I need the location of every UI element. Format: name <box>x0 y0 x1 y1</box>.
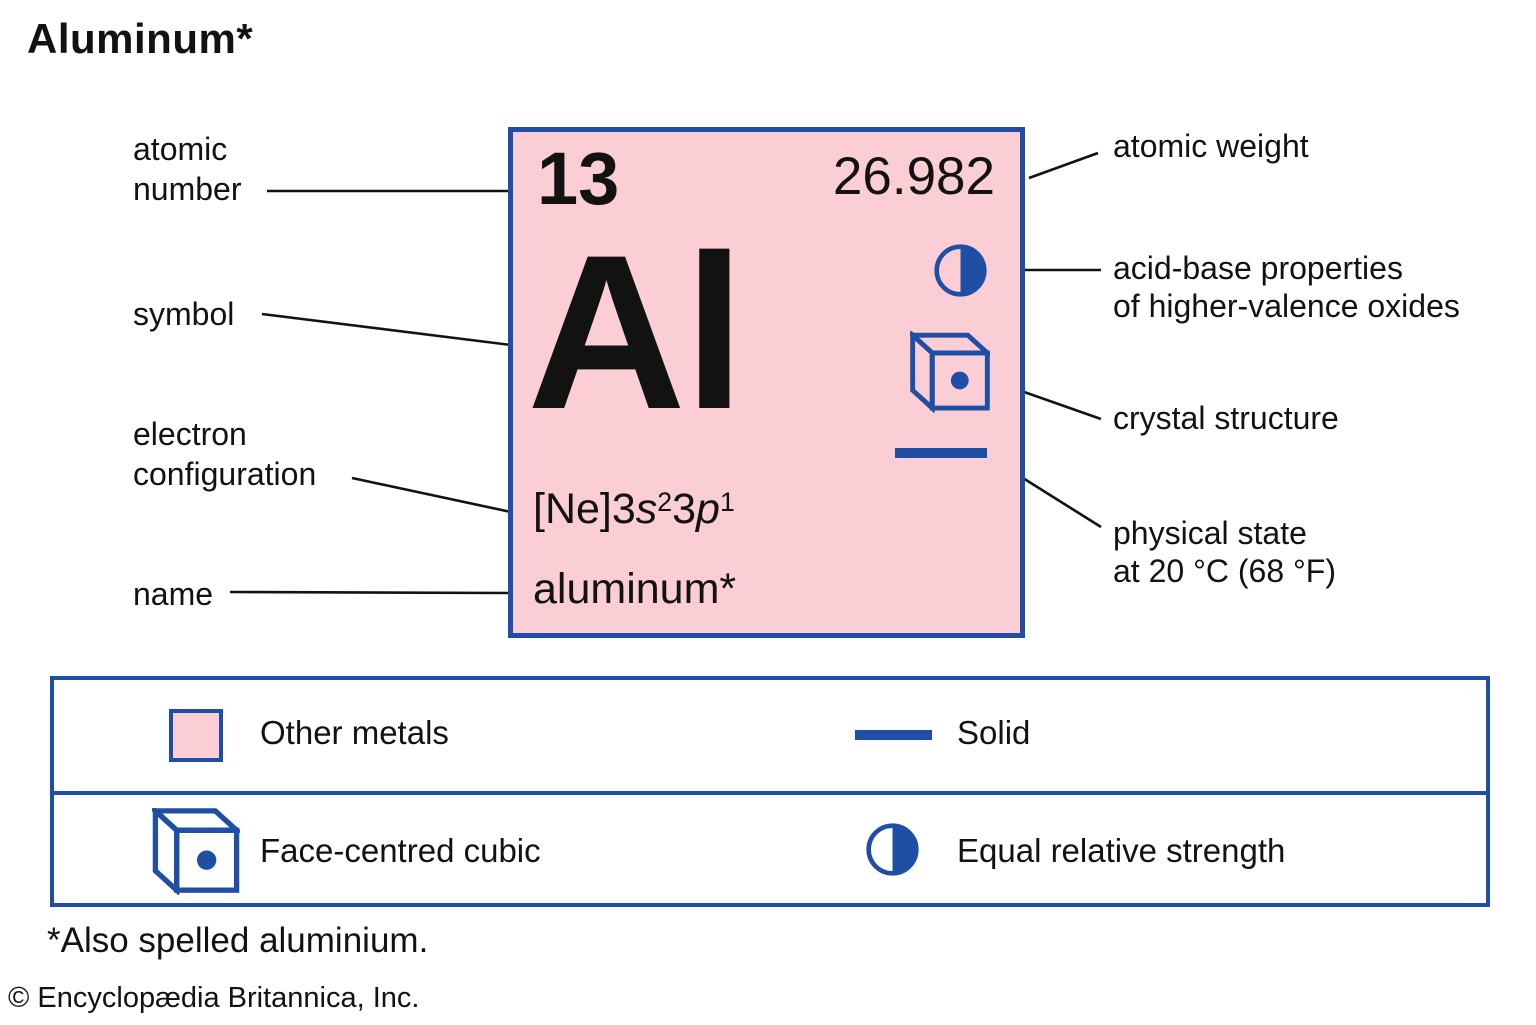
econfig-s-superscript: 2 <box>657 487 673 518</box>
econfig-core: [Ne]3 <box>533 485 636 533</box>
callout-acid-base: acid-base properties of higher-valence o… <box>1113 250 1460 324</box>
face-centred-cubic-icon <box>148 804 244 897</box>
page-title: Aluminum* <box>27 15 254 62</box>
legend-label-face-centred-cubic: Face-centred cubic <box>260 832 541 869</box>
atomic-number-value: 13 <box>537 137 620 220</box>
connector-symbol <box>261 312 512 347</box>
element-symbol: Al <box>527 209 745 455</box>
element-name: aluminum* <box>533 565 737 613</box>
callout-name: name <box>133 576 214 612</box>
acid-base-icon <box>933 243 988 298</box>
econfig-mid: 3 <box>672 485 697 533</box>
atomic-weight-value: 26.982 <box>832 147 995 206</box>
copyright: © Encyclopædia Britannica, Inc. <box>8 982 420 1014</box>
footnote: *Also spelled aluminium. <box>47 921 429 960</box>
legend-box: Other metals Solid Face-centred cubic Eq… <box>50 676 1490 907</box>
callout-crystal-structure: crystal structure <box>1113 400 1339 436</box>
econfig-p-superscript: 1 <box>719 487 735 518</box>
callout-electron-configuration: electron configuration <box>133 416 317 492</box>
legend-label-other-metals: Other metals <box>260 714 449 751</box>
legend-label-solid: Solid <box>957 714 1031 751</box>
connector-electron-configuration <box>351 476 512 514</box>
econfig-s-orbital: s <box>635 485 658 533</box>
connector-atomic-weight <box>1028 151 1099 180</box>
callout-atomic-number: atomic number <box>133 131 242 207</box>
solid-line-icon <box>855 730 932 740</box>
legend-label-equal-relative-strength: Equal relative strength <box>957 832 1286 869</box>
econfig-p-orbital: p <box>696 485 720 533</box>
element-card: 13 26.982 Al [Ne]3s23p1 aluminum* <box>508 127 1025 638</box>
callout-physical-state: physical state at 20 °C (68 °F) <box>1113 515 1336 589</box>
callout-atomic-weight: atomic weight <box>1113 128 1309 164</box>
other-metals-swatch-icon <box>169 709 223 762</box>
electron-configuration-value: [Ne]3s23p1 <box>533 484 735 536</box>
equal-relative-strength-icon <box>865 822 920 877</box>
callout-symbol: symbol <box>133 296 235 332</box>
physical-state-icon <box>895 448 987 458</box>
crystal-structure-icon <box>906 329 994 414</box>
legend-row-divider <box>54 791 1486 795</box>
connector-name <box>229 590 512 595</box>
